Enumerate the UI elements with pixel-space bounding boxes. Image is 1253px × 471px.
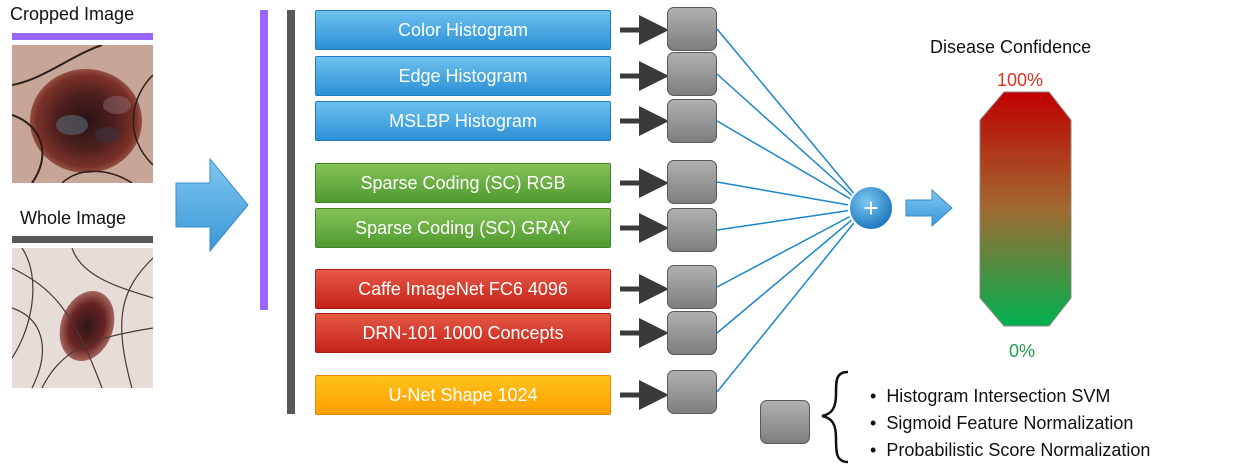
- classifier-box: [667, 160, 717, 204]
- fusion-lines: [716, 28, 867, 393]
- legend-classifier-box: [760, 400, 810, 444]
- classifier-box: [667, 208, 717, 252]
- cropped-image-bar: [12, 33, 153, 40]
- whole-image-label: Whole Image: [20, 208, 127, 228]
- output-arrow-icon: [905, 188, 953, 228]
- cropped-vertical-bar: [260, 10, 268, 310]
- classifier-box: [667, 370, 717, 414]
- legend-brace: [821, 370, 849, 464]
- legend-item: • Sigmoid Feature Normalization: [870, 413, 1134, 433]
- feature-caffe-imagenet: Caffe ImageNet FC6 4096: [315, 269, 611, 309]
- classifier-box: [667, 7, 717, 51]
- feature-edge-histogram: Edge Histogram: [315, 56, 611, 96]
- confidence-gauge: [979, 91, 1072, 327]
- feature-unet-shape: U-Net Shape 1024: [315, 375, 611, 415]
- whole-image-bar: [12, 236, 153, 243]
- cropped-lesion-image: [12, 45, 153, 183]
- fusion-plus-icon: +: [863, 193, 879, 223]
- fusion-node: [848, 185, 894, 231]
- classifier-box: [667, 52, 717, 96]
- legend-item: • Probabilistic Score Normalization: [870, 440, 1151, 460]
- classifier-box: [667, 265, 717, 309]
- feature-drn-101: DRN-101 1000 Concepts: [315, 313, 611, 353]
- confidence-bottom-label: 0%: [1009, 341, 1036, 361]
- confidence-title: Disease Confidence: [930, 37, 1092, 57]
- whole-lesion-image: [12, 248, 153, 388]
- classifier-box: [667, 311, 717, 355]
- legend-item: • Histogram Intersection SVM: [870, 386, 1111, 406]
- confidence-top-label: 100%: [997, 70, 1044, 90]
- whole-vertical-bar: [287, 10, 295, 414]
- feature-color-histogram: Color Histogram: [315, 10, 611, 50]
- big-arrow-icon: [175, 157, 249, 253]
- classifier-box: [667, 99, 717, 143]
- feature-sc-gray: Sparse Coding (SC) GRAY: [315, 208, 611, 248]
- feature-mslbp-histogram: MSLBP Histogram: [315, 101, 611, 141]
- cropped-image-label: Cropped Image: [10, 4, 135, 24]
- feature-arrows: [620, 15, 669, 410]
- feature-sc-rgb: Sparse Coding (SC) RGB: [315, 163, 611, 203]
